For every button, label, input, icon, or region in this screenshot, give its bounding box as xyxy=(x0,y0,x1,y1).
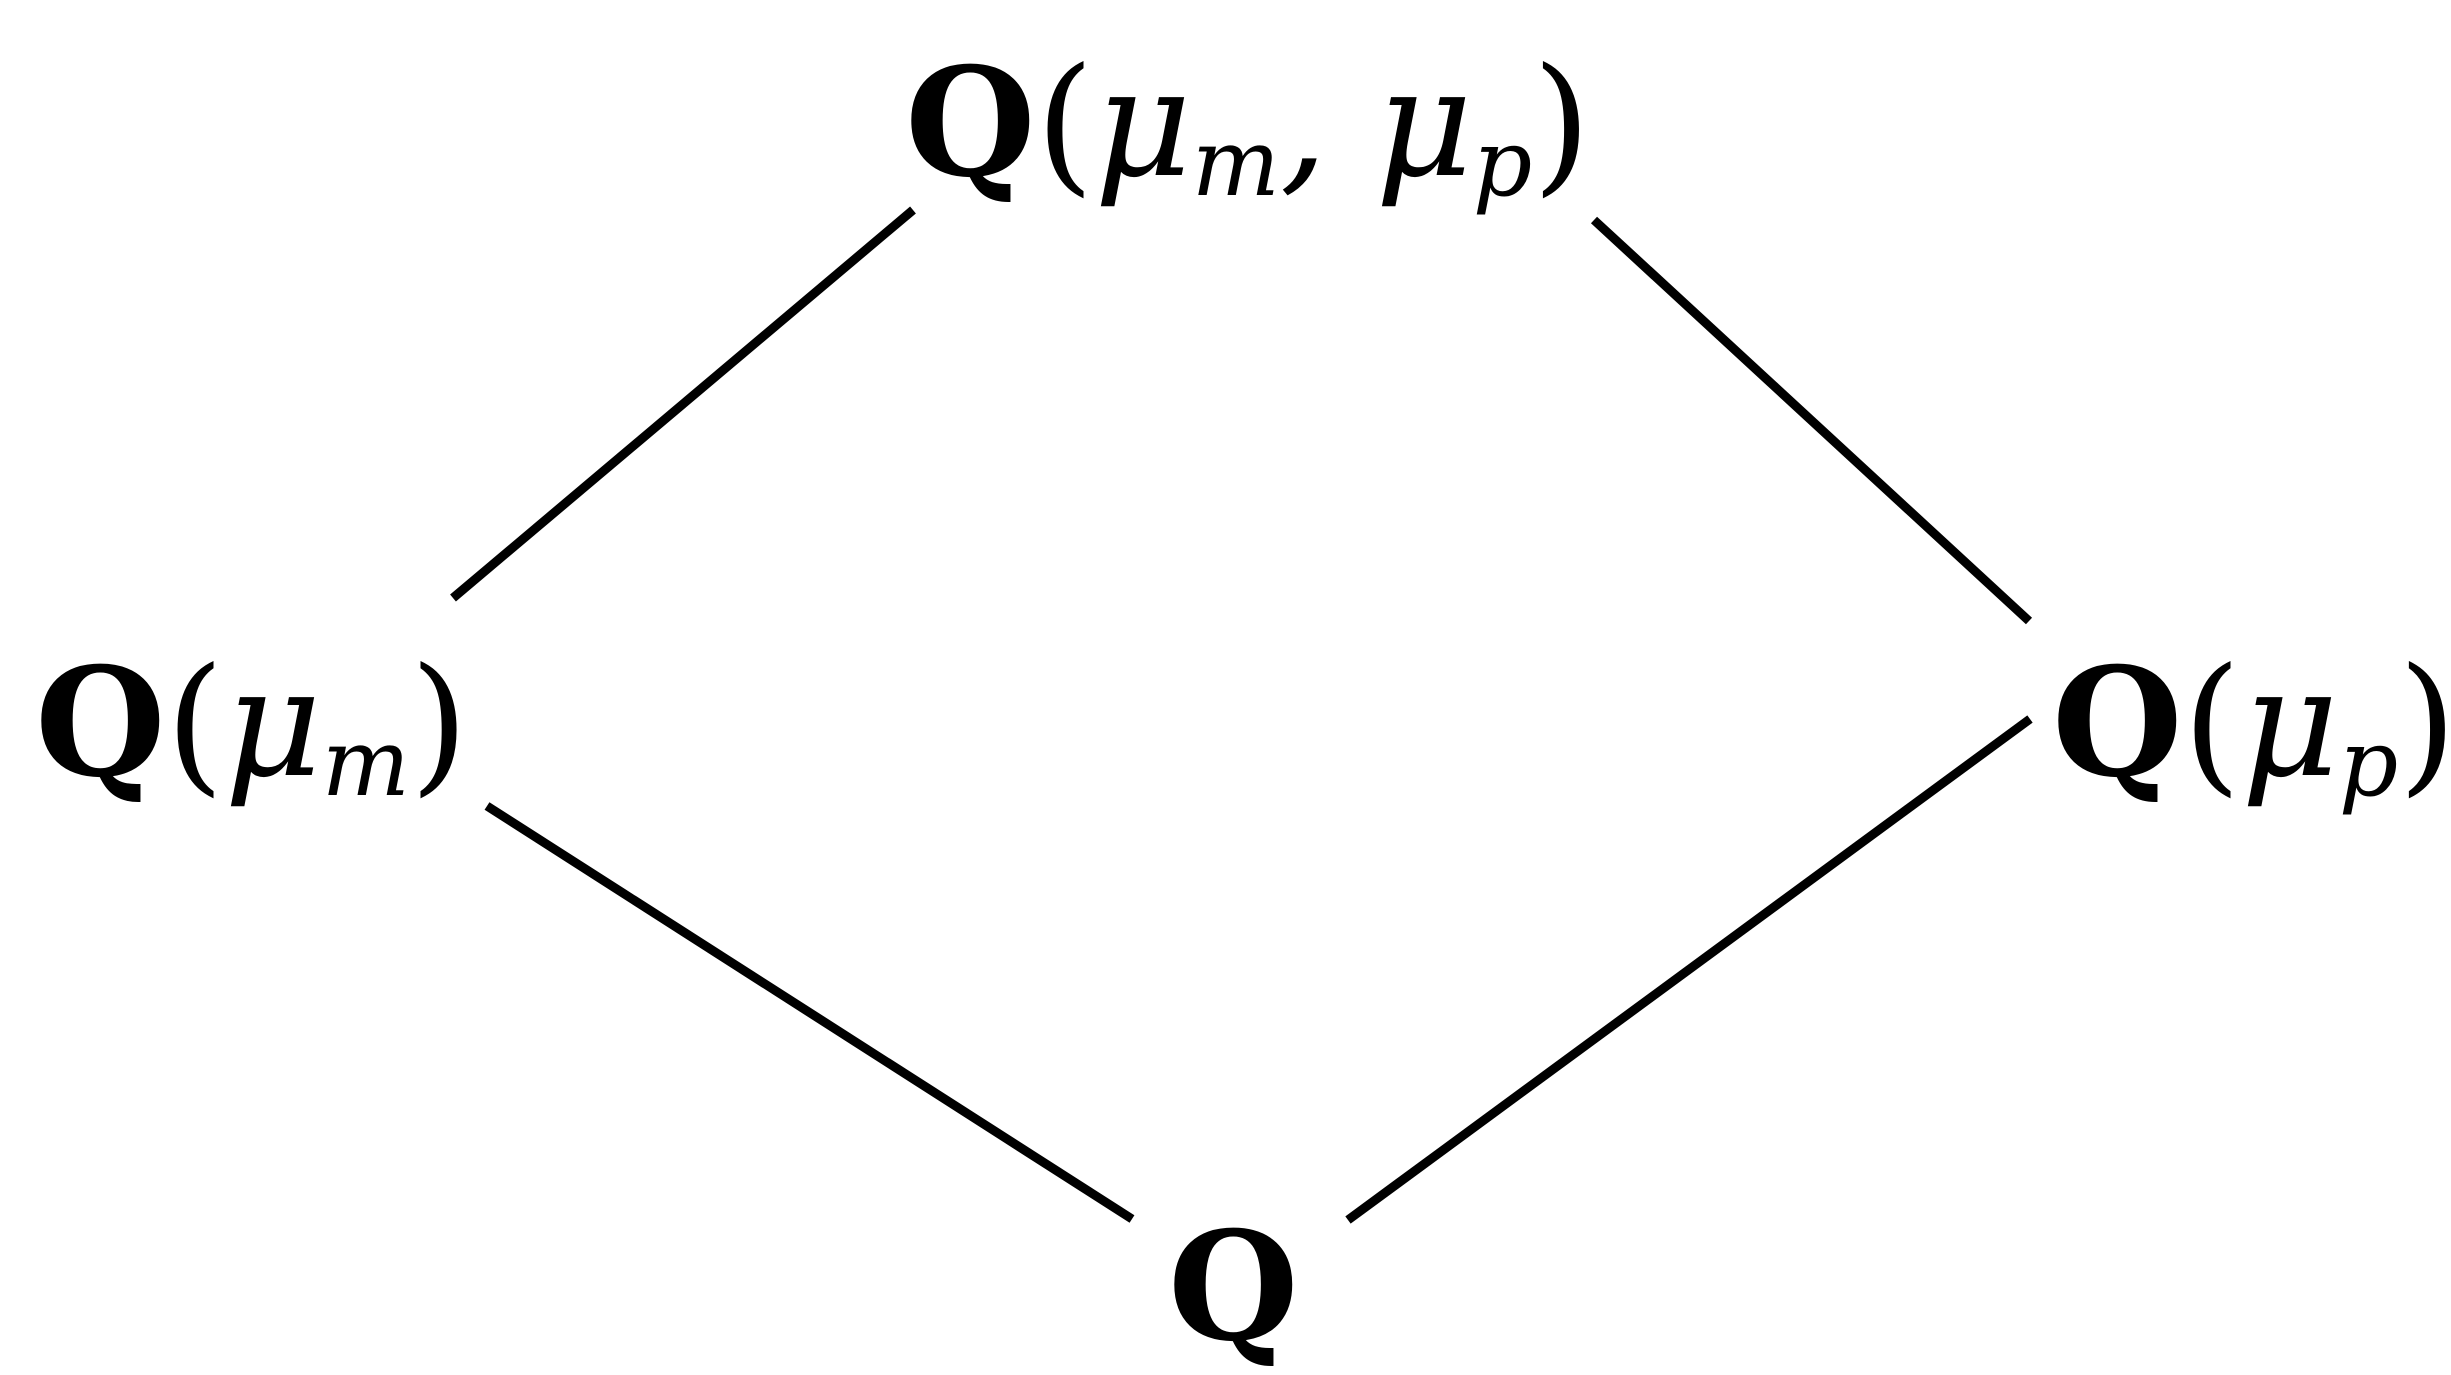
open-paren: ( xyxy=(2182,637,2242,811)
comma-separator: , xyxy=(1279,37,1376,211)
subscript-p: p xyxy=(2338,709,2399,818)
mu-symbol: μ xyxy=(1375,37,1473,211)
field-symbol: Q xyxy=(2052,635,2183,811)
mu-symbol: μ xyxy=(2241,637,2339,811)
subscript-m: m xyxy=(1191,109,1280,218)
mu-symbol: μ xyxy=(224,637,322,811)
close-paren: ) xyxy=(2398,637,2451,811)
field-symbol: Q xyxy=(905,35,1036,211)
edge-bottom-to-left xyxy=(484,802,1135,1223)
field-symbol: Q xyxy=(35,635,166,811)
edge-right-to-top xyxy=(1590,216,2033,625)
node-bottom-field: Q xyxy=(1168,1212,1299,1363)
node-top-field: Q(μm, μp) xyxy=(905,48,1591,210)
open-paren: ( xyxy=(165,637,225,811)
close-paren: ) xyxy=(1532,37,1591,211)
subscript-p: p xyxy=(1472,109,1533,218)
subscript-m: m xyxy=(321,709,410,818)
field-symbol: Q xyxy=(1168,1199,1299,1375)
close-paren: ) xyxy=(409,637,469,811)
edge-bottom-to-right xyxy=(1345,715,2033,1224)
node-right-field: Q(μp) xyxy=(2052,648,2451,810)
node-left-field: Q(μm) xyxy=(35,648,468,810)
edge-left-to-top xyxy=(450,206,916,602)
open-paren: ( xyxy=(1035,37,1095,211)
mu-symbol: μ xyxy=(1094,37,1192,211)
